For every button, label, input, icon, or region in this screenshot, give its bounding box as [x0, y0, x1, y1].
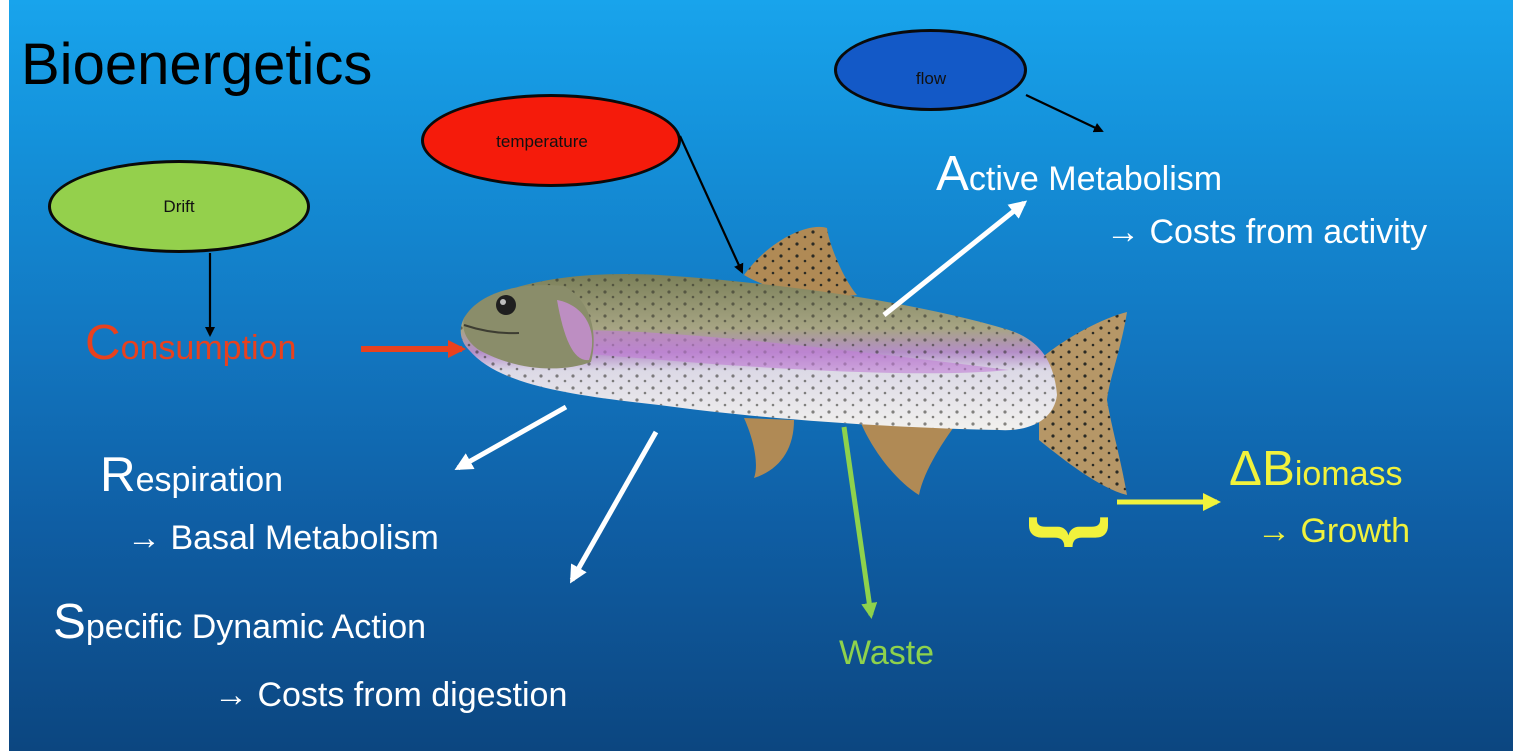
active-metabolism-sub: → Costs from activity — [1106, 215, 1427, 249]
respiration-rest: espiration — [136, 461, 283, 499]
active-metabolism-label: Active Metabolism — [936, 149, 1222, 198]
rainbow-trout-icon — [461, 227, 1127, 495]
respiration-initial: R — [100, 447, 136, 502]
consumption-rest: onsumption — [121, 329, 297, 367]
brace-symbol: } — [1033, 516, 1117, 549]
biomass-delta: Δ — [1229, 441, 1262, 496]
biomass-rest: iomass — [1295, 455, 1403, 493]
biomass-sub: → Growth — [1257, 514, 1410, 548]
active-rest: ctive Metabolism — [969, 160, 1222, 198]
respiration-sub: → Basal Metabolism — [127, 521, 439, 555]
slide: Bioenergetics Drift temperature flow — [9, 0, 1513, 751]
waste-label: Waste — [839, 636, 934, 670]
respiration-label: Respiration — [100, 450, 283, 499]
consumption-label: Consumption — [85, 318, 296, 367]
sda-initial: S — [53, 594, 86, 649]
active-initial: A — [936, 146, 969, 201]
consumption-initial: C — [85, 315, 121, 370]
sda-sub: → Costs from digestion — [214, 678, 567, 712]
biomass-initial: B — [1262, 441, 1295, 496]
sda-label: Specific Dynamic Action — [53, 597, 426, 646]
biomass-label: ΔBiomass — [1229, 444, 1403, 493]
sda-rest: pecific Dynamic Action — [86, 608, 426, 646]
